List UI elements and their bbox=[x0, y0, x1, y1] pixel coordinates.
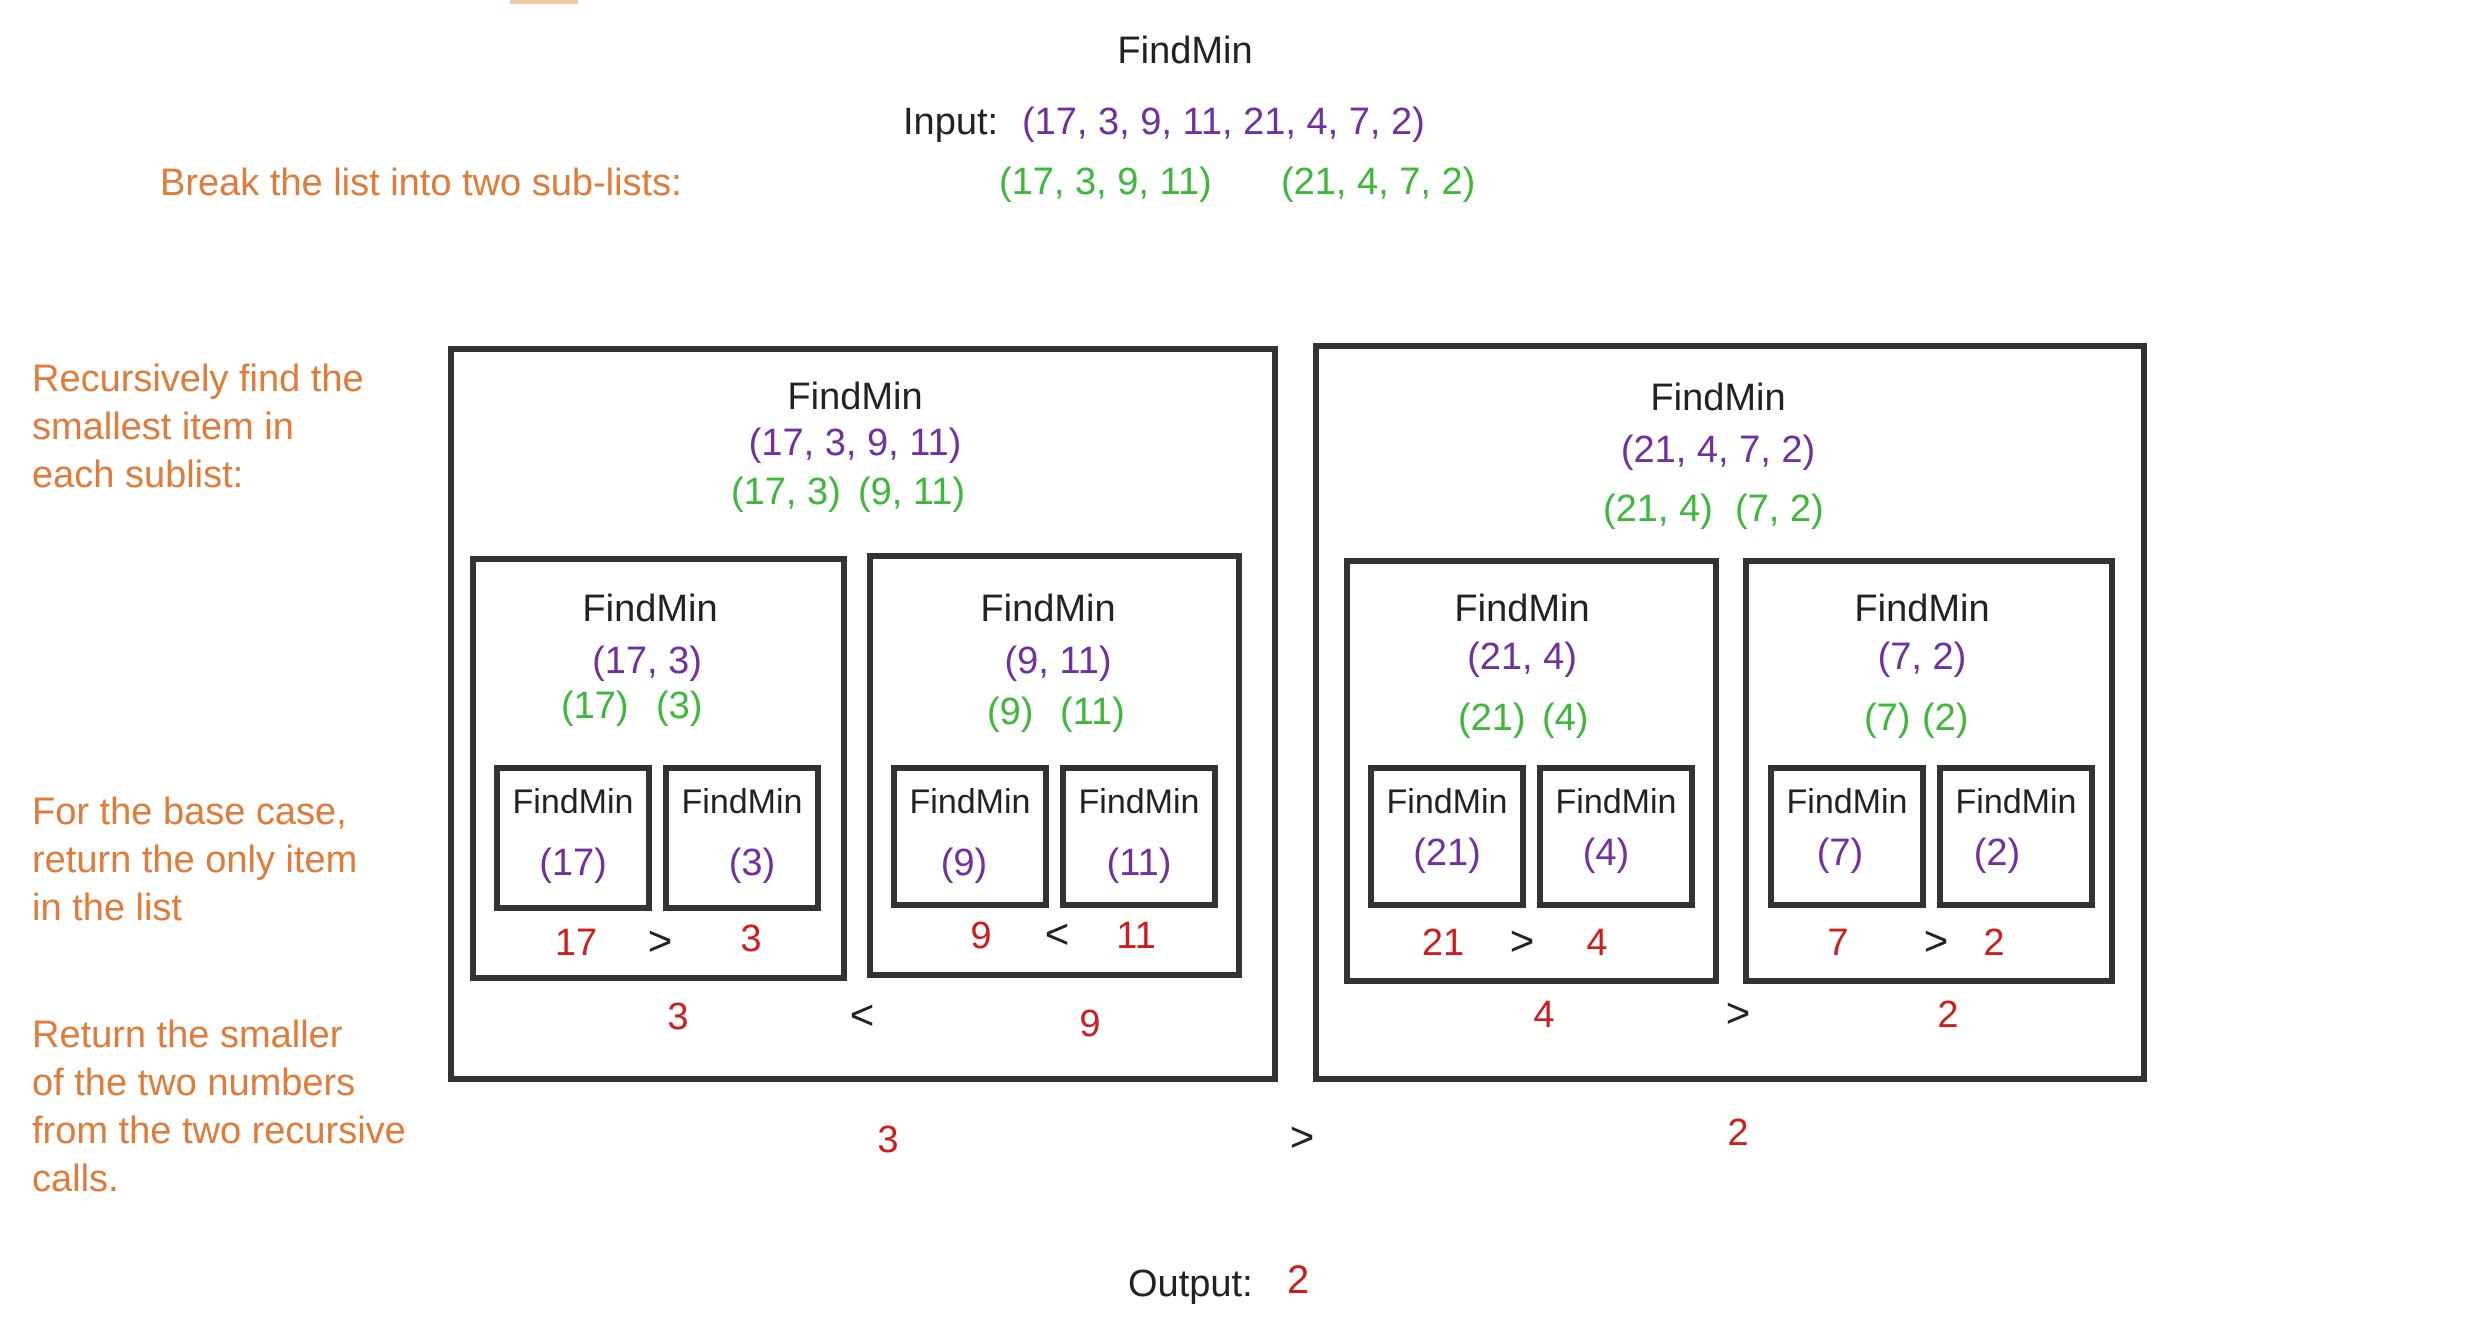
findmin-9-11-list: (9, 11) bbox=[1004, 640, 1112, 682]
result-17: 17 bbox=[554, 922, 598, 964]
result-9: 9 bbox=[970, 915, 992, 957]
left-box-split-a: (17, 3) bbox=[731, 471, 841, 513]
annotation-recursive-line: Recursively find the bbox=[32, 358, 364, 400]
left-box-list: (17, 3, 9, 11) bbox=[748, 422, 962, 464]
leaf-box-21 bbox=[1368, 765, 1526, 908]
main-title: FindMin bbox=[1117, 30, 1253, 72]
annotation-recursive-line: each sublist: bbox=[32, 454, 244, 496]
annotation-return-line: of the two numbers bbox=[32, 1062, 356, 1104]
findmin-box-7-2 bbox=[1743, 558, 2115, 984]
right-findmin-box bbox=[1313, 343, 2147, 1082]
left-box-result-b: 9 bbox=[1079, 1003, 1101, 1045]
annotation-base-line: For the base case, bbox=[32, 791, 347, 833]
findmin-9-11-split-a: (9) bbox=[987, 691, 1034, 733]
annotation-base-line: return the only item bbox=[32, 839, 358, 881]
leaf-2-list: (2) bbox=[1973, 832, 2021, 874]
annotation-return-line: calls. bbox=[32, 1158, 119, 1200]
result-2: 2 bbox=[1983, 922, 2005, 964]
findmin-9-11-title: FindMin bbox=[980, 588, 1116, 630]
right-box-result-a: 4 bbox=[1533, 994, 1555, 1036]
leaf-4-title: FindMin bbox=[1555, 783, 1677, 821]
final-compare: > bbox=[1289, 1113, 1315, 1160]
input-label: Input: bbox=[903, 101, 999, 143]
result-21: 21 bbox=[1421, 922, 1465, 964]
leaf-11-list: (11) bbox=[1106, 842, 1172, 884]
left-box-title: FindMin bbox=[787, 376, 923, 418]
leaf-2-title: FindMin bbox=[1955, 783, 2077, 821]
leaf-9-title: FindMin bbox=[909, 783, 1031, 821]
findmin-17-3-list: (17, 3) bbox=[592, 640, 702, 682]
findmin-21-4-list: (21, 4) bbox=[1467, 636, 1577, 678]
right-box-split-b: (7, 2) bbox=[1735, 488, 1824, 530]
leaf-7-title: FindMin bbox=[1786, 783, 1908, 821]
split-right: (21, 4, 7, 2) bbox=[1281, 161, 1476, 203]
compare-21-4: > bbox=[1509, 917, 1535, 964]
leaf-7-list: (7) bbox=[1816, 832, 1864, 874]
right-box-compare: > bbox=[1725, 989, 1751, 1036]
leaf-3-list: (3) bbox=[728, 842, 776, 884]
annotation-return-line: from the two recursive bbox=[32, 1110, 406, 1152]
leaf-box-7 bbox=[1768, 765, 1926, 908]
left-findmin-box bbox=[448, 346, 1278, 1082]
right-box-split-a: (21, 4) bbox=[1603, 488, 1713, 530]
findmin-9-11-split-b: (11) bbox=[1060, 691, 1125, 733]
right-box-list: (21, 4, 7, 2) bbox=[1620, 429, 1816, 471]
findmin-21-4-split-b: (4) bbox=[1542, 697, 1589, 739]
leaf-11-title: FindMin bbox=[1078, 783, 1200, 821]
compare-7-2: > bbox=[1923, 917, 1949, 964]
left-box-result-a: 3 bbox=[667, 996, 689, 1038]
leaf-box-3 bbox=[663, 765, 821, 911]
result-3: 3 bbox=[740, 918, 762, 960]
output-value: 2 bbox=[1287, 1258, 1310, 1302]
right-box-result-b: 2 bbox=[1937, 994, 1959, 1036]
compare-9-11: < bbox=[1044, 910, 1070, 957]
final-right-result: 2 bbox=[1727, 1112, 1749, 1154]
final-left-result: 3 bbox=[877, 1119, 899, 1161]
findmin-7-2-split-b: (2) bbox=[1922, 697, 1969, 739]
right-box-title: FindMin bbox=[1650, 377, 1786, 419]
findmin-7-2-title: FindMin bbox=[1854, 588, 1990, 630]
findmin-box-17-3 bbox=[470, 556, 847, 981]
annotation-recursive-line: smallest item in bbox=[32, 406, 294, 448]
result-7: 7 bbox=[1827, 922, 1849, 964]
findmin-7-2-split-a: (7) bbox=[1864, 697, 1911, 739]
split-left: (17, 3, 9, 11) bbox=[999, 161, 1212, 203]
annotation-return-line: Return the smaller bbox=[32, 1014, 343, 1056]
leaf-box-9 bbox=[891, 765, 1049, 908]
leaf-17-list: (17) bbox=[539, 842, 607, 884]
leaf-box-2 bbox=[1937, 765, 2095, 908]
annotation-break: Break the list into two sub-lists: bbox=[160, 162, 682, 204]
leaf-17-title: FindMin bbox=[512, 783, 634, 821]
findmin-box-9-11 bbox=[867, 553, 1242, 978]
findmin-17-3-split-b: (3) bbox=[656, 685, 703, 727]
result-4: 4 bbox=[1586, 922, 1608, 964]
left-box-split-b: (9, 11) bbox=[858, 471, 966, 513]
findmin-7-2-list: (7, 2) bbox=[1877, 636, 1967, 678]
result-11: 11 bbox=[1116, 915, 1156, 957]
left-box-compare: < bbox=[849, 991, 875, 1038]
findmin-17-3-split-a: (17) bbox=[561, 685, 629, 727]
leaf-4-list: (4) bbox=[1582, 832, 1630, 874]
decorative-mark bbox=[510, 0, 578, 4]
findmin-17-3-title: FindMin bbox=[582, 588, 718, 630]
findmin-box-21-4 bbox=[1344, 558, 1719, 984]
output-label: Output: bbox=[1128, 1263, 1253, 1305]
findmin-21-4-split-a: (21) bbox=[1458, 697, 1526, 739]
input-list: (17, 3, 9, 11, 21, 4, 7, 2) bbox=[1022, 101, 1425, 143]
compare-17-3: > bbox=[647, 917, 673, 964]
leaf-21-title: FindMin bbox=[1386, 783, 1508, 821]
leaf-box-17 bbox=[494, 765, 652, 911]
annotation-base-line: in the list bbox=[32, 887, 182, 929]
leaf-21-list: (21) bbox=[1413, 832, 1481, 874]
leaf-box-11 bbox=[1060, 765, 1218, 908]
leaf-3-title: FindMin bbox=[681, 783, 803, 821]
leaf-box-4 bbox=[1537, 765, 1695, 908]
findmin-21-4-title: FindMin bbox=[1454, 588, 1590, 630]
leaf-9-list: (9) bbox=[940, 842, 988, 884]
